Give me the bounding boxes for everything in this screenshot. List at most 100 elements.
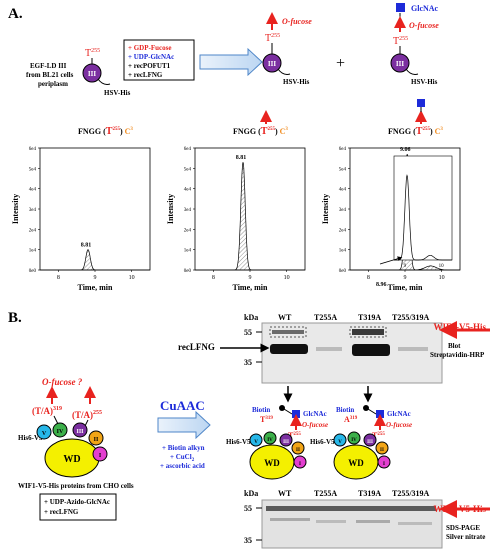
- blot-caption-0: Blot: [448, 342, 461, 350]
- chrom-xtick-label-1-2: 10: [284, 275, 290, 281]
- mut-dom-i: I: [383, 462, 385, 467]
- lane-t255a: T255A: [314, 313, 337, 322]
- egf-site: T255: [85, 48, 100, 59]
- chrom-peak-1: [195, 162, 305, 271]
- biotin-mut: Biotin: [336, 406, 354, 414]
- site-255: (T/A)255: [72, 410, 102, 420]
- sds-page-gel: kDa WT T255A T319A T255/319A 55 35 WIF1-…: [244, 489, 490, 549]
- chrom-xtick-label-2-2: 10: [439, 275, 445, 281]
- wt-dom-i: I: [299, 462, 301, 467]
- chrom-inset-tick-2-1: 10: [439, 264, 445, 269]
- glcnac-mut: GlcNAc: [387, 410, 411, 418]
- chrom-xtick-label-0-0: 8: [57, 275, 60, 281]
- chrom-ytick-label-1-1: 5e4: [184, 167, 192, 172]
- chrom-ylabel-0: Intensity: [11, 194, 20, 224]
- chrom-ylabel-1: Intensity: [166, 194, 175, 224]
- chrom-title-0: FNGG (T255) C3: [78, 126, 133, 137]
- reclfng-label: recLFNG: [178, 342, 215, 352]
- gel-lane-wt: WT: [278, 489, 292, 498]
- wt-site-a: T319: [260, 415, 273, 424]
- domain-ii: II: [94, 437, 99, 443]
- chrom-ytick-label-2-4: 2e4: [339, 228, 347, 233]
- gel-lane-t319a: T319A: [358, 489, 381, 498]
- egf-start: EGF-LD III from BL21 cells periplasm T25…: [26, 48, 131, 97]
- site-319: (T/A)319: [32, 406, 62, 416]
- egf-line3: periplasm: [38, 80, 68, 88]
- wif1-caption: WIF1-V5-His proteins from CHO cells: [18, 482, 134, 490]
- chrom-ylabel-2: Intensity: [321, 194, 330, 224]
- chrom-ytick-label-2-0: 6e4: [339, 147, 347, 152]
- chrom-ytick-label-1-4: 2e4: [184, 228, 192, 233]
- chrom-ytick-label-1-0: 6e4: [184, 147, 192, 152]
- product1-tag: HSV-His: [283, 78, 310, 86]
- chrom-xtick-label-1-1: 9: [249, 275, 252, 281]
- product2-domain: III: [396, 60, 404, 68]
- domain-iii-label: III: [88, 70, 96, 78]
- product2-ofucose: O-fucose: [409, 21, 439, 30]
- blot-caption-1: Streptavidin-HRP: [430, 351, 485, 359]
- western-blot: kDa WT T255A T319A T255/319A 55 35 recLF…: [178, 313, 490, 384]
- wd-label: WD: [63, 454, 80, 465]
- chrom-xtick-label-0-1: 9: [94, 275, 97, 281]
- chrom-ytick-label-0-6: 0e0: [29, 269, 37, 274]
- chrom-xtick-label-2-0: 8: [367, 275, 370, 281]
- ofucose-mut: O-fucose: [386, 421, 412, 429]
- chrom-ytick-label-0-3: 3e4: [29, 208, 37, 213]
- wt-labeled-protein: Biotin GlcNAc O-fucose T319 T255 His6-V5…: [226, 405, 328, 480]
- gel-lane-t255a: T255A: [314, 489, 337, 498]
- biotin-dot-wt: [279, 405, 285, 411]
- kda-label-gel: kDa: [244, 489, 258, 498]
- wif-label-blot: WIF1-V5-His: [434, 322, 487, 332]
- glcnac-square: [396, 3, 405, 12]
- wt-site-b: T255: [288, 431, 301, 440]
- lane-t319a: T319A: [358, 313, 381, 322]
- gel-marker-35: 35: [244, 536, 252, 545]
- box-line-0: + UDP-Azido-GlcNAc: [44, 498, 110, 506]
- product2-tag: HSV-His: [411, 78, 438, 86]
- reagent-0: + GDP-Fucose: [128, 44, 171, 52]
- chrom-ytick-label-2-3: 3e4: [339, 208, 347, 213]
- reagent-3: + recLFNG: [128, 71, 163, 79]
- chrom-xtick-label-0-2: 10: [129, 275, 135, 281]
- wd-wt: WD: [264, 458, 280, 468]
- wt-dom-v: V: [254, 440, 258, 445]
- chrom-xlabel-2: Time, min: [388, 283, 424, 292]
- product1-ofucose: O-fucose: [282, 17, 312, 26]
- gel-lane-t255-319a: T255/319A: [392, 489, 430, 498]
- wif1-cartoon: O-fucose ? (T/A)319 (T/A)255 His6-V5 WD …: [18, 377, 134, 521]
- cuaac: CuAAC + Biotin alkyn + CuCl2 + ascorbic …: [157, 398, 211, 470]
- kda-label: kDa: [244, 313, 258, 322]
- his-tag-mut: His6-V5: [310, 438, 335, 446]
- panel-a-label: A.: [8, 6, 23, 22]
- egf-line2: from BL21 cells: [26, 71, 74, 79]
- glcnac-wt: GlcNAc: [303, 410, 327, 418]
- chrom-ytick-label-0-2: 4e4: [29, 188, 37, 193]
- ofucose-question: O-fucose ?: [42, 377, 83, 387]
- chrom-ytick-label-2-1: 5e4: [339, 167, 347, 172]
- chrom-xtick-label-2-1: 9: [404, 275, 407, 281]
- cuaac-reagent-2: + ascorbic acid: [160, 462, 205, 470]
- mut-site-a: A319: [344, 415, 358, 424]
- wd-mut: WD: [348, 458, 364, 468]
- chrom-xlabel-0: Time, min: [78, 283, 114, 292]
- cuaac-label: CuAAC: [160, 398, 205, 413]
- chrom-inset-trace-2: [394, 174, 452, 261]
- chrom-minor-arrow-2: [379, 256, 403, 265]
- chrom-ytick-label-1-3: 3e4: [184, 208, 192, 213]
- chrom-inset-2: [393, 155, 453, 261]
- reagent-2: + recPOFUT1: [128, 62, 171, 70]
- product-glcnac: GlcNAc O-fucose T255 III HSV-His: [390, 3, 439, 86]
- chrom-peak-label-2: 9.06: [400, 147, 411, 153]
- mut-site-b: T255: [372, 431, 385, 440]
- chrom-title-1: FNGG (T255) C3: [233, 126, 288, 137]
- blot-marker-35: 35: [244, 358, 252, 367]
- product-fucose: O-fucose T255 III HSV-His: [262, 12, 312, 86]
- chrom-ytick-label-0-1: 5e4: [29, 167, 37, 172]
- chrom-xlabel-1: Time, min: [233, 283, 269, 292]
- mut-dom-ii: II: [380, 448, 384, 453]
- domain-iii-circle: [82, 63, 102, 83]
- chrom-ytick-label-1-2: 4e4: [184, 188, 192, 193]
